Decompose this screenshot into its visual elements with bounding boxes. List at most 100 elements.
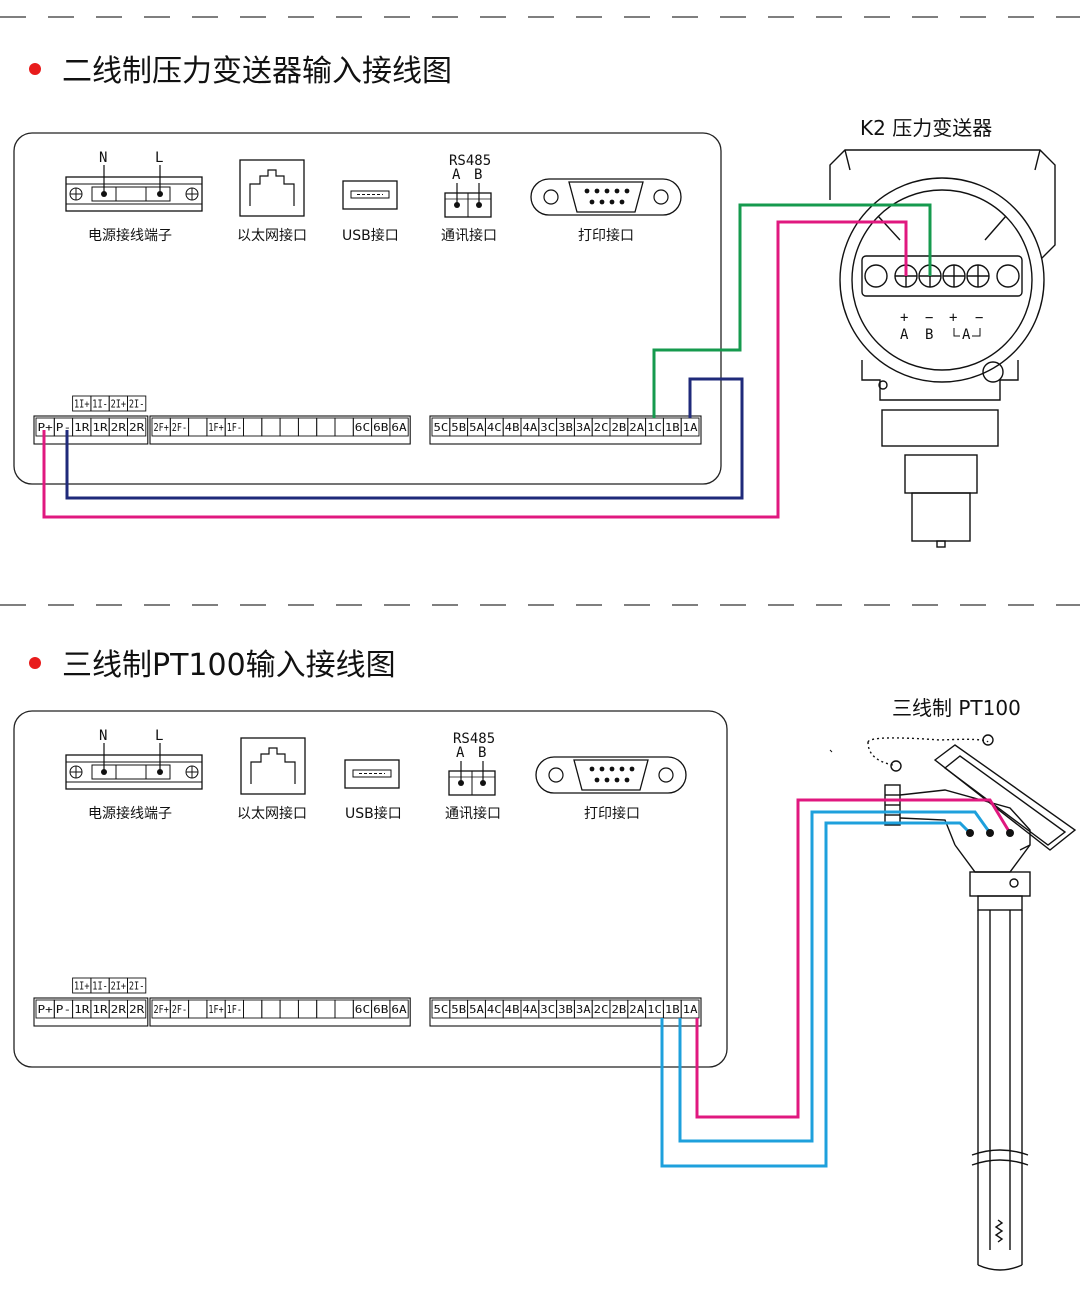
terminal-label: 1B — [665, 1004, 680, 1016]
wire-magenta — [42, 220, 908, 519]
terminal-top-label: 1I- — [92, 399, 108, 411]
transmitter-plus: + — [900, 310, 908, 326]
terminal-label: 2F+ — [154, 1004, 169, 1016]
terminal-label: 2C — [594, 1004, 609, 1016]
terminal-top-label: 2I+ — [111, 981, 127, 993]
terminal-label: 1A — [683, 422, 699, 434]
terminal-top-label: 1I- — [92, 981, 108, 993]
instrument-panel — [13, 132, 722, 485]
terminal-label: 6A — [391, 422, 407, 434]
terminal-label: 2C — [594, 422, 609, 434]
terminal-label: 5C — [434, 422, 449, 434]
pt100-terminal-1 — [966, 829, 974, 837]
pt100-dotted-guide — [829, 749, 833, 753]
terminal-cell — [389, 999, 409, 1019]
terminal-label: 1C — [647, 1004, 662, 1016]
rs485-a: A — [452, 167, 461, 183]
terminal-label: 2R — [111, 1004, 127, 1016]
rs485-label: 通讯接口 — [445, 805, 501, 822]
terminal-top-label: 2I- — [129, 981, 145, 993]
terminal-label: 6A — [391, 1004, 407, 1016]
wire-blue-1 — [678, 810, 992, 1143]
terminal-label: 3B — [558, 422, 573, 434]
power-n-label: N — [99, 150, 107, 166]
terminal-label: 4A — [523, 422, 539, 434]
wire-navy — [65, 377, 744, 500]
rs485-a: A — [456, 745, 465, 761]
wire-blue-2 — [660, 821, 972, 1168]
terminal-label: 1F+ — [208, 1004, 223, 1016]
terminal-label: 4B — [505, 422, 520, 434]
terminal-label: P- — [56, 422, 71, 434]
power-l-label: L — [155, 728, 163, 744]
terminal-label: 5C — [434, 1004, 449, 1016]
terminal-label: 2R — [111, 422, 127, 434]
terminal-label: 2R — [129, 1004, 145, 1016]
terminal-label: 2F+ — [154, 422, 169, 434]
terminal-label: 2A — [629, 1004, 645, 1016]
terminal-label: 6B — [373, 1004, 388, 1016]
title-bullet — [29, 657, 41, 669]
transmitter-plus2: + — [949, 310, 957, 326]
terminal-label: 6C — [355, 422, 370, 434]
print-label: 打印接口 — [584, 805, 640, 822]
terminal-label: 6C — [355, 1004, 370, 1016]
terminal-label: 2A — [629, 422, 645, 434]
terminal-label: 1R — [92, 422, 108, 434]
terminal-label: P+ — [38, 1004, 53, 1016]
ethernet-label: 以太网接口 — [237, 227, 307, 244]
terminal-label: 1R — [74, 1004, 90, 1016]
terminal-label: 3A — [576, 1004, 592, 1016]
terminal-label: 1F- — [227, 422, 242, 434]
device-title: 三线制 PT100 — [892, 696, 1021, 720]
title-bullet — [29, 63, 41, 75]
terminal-top-label: 1I+ — [74, 981, 90, 993]
transmitter-minus2: − — [975, 310, 983, 326]
transmitter-loop-bracket — [953, 328, 960, 337]
terminal-label: 2B — [612, 422, 627, 434]
terminal-label: 3C — [540, 1004, 555, 1016]
terminal-label: 3B — [558, 1004, 573, 1016]
terminal-label: 4C — [487, 1004, 502, 1016]
terminal-top-label: 2I+ — [111, 399, 127, 411]
device-title: K2 压力变送器 — [860, 116, 992, 140]
terminal-label: 2F- — [172, 1004, 187, 1016]
section-pressure-transmitter: 二线制压力变送器输入接线图 N L 电源接线端子 以太网接口 USB接口 RS4… — [13, 54, 1056, 548]
terminal-top-label: 1I+ — [74, 399, 90, 411]
terminal-cell — [127, 417, 147, 437]
transmitter-loop-bracket-right — [972, 328, 981, 337]
terminal-label: 1C — [647, 422, 662, 434]
terminal-label: 3A — [576, 422, 592, 434]
terminal-label: P- — [56, 1004, 71, 1016]
section-title: 三线制PT100输入接线图 — [62, 648, 396, 683]
pressure-transmitter — [829, 149, 1056, 548]
wire-green — [652, 203, 932, 418]
terminal-label: 5A — [469, 422, 485, 434]
transmitter-b: B — [925, 327, 933, 343]
terminal-cell — [127, 999, 147, 1019]
pt100-terminal-3 — [1006, 829, 1014, 837]
power-n-label: N — [99, 728, 107, 744]
pt100-terminal-2 — [986, 829, 994, 837]
terminal-label: 2F- — [172, 422, 187, 434]
power-terminal-label: 电源接线端子 — [88, 227, 172, 244]
rs485-label: 通讯接口 — [441, 227, 497, 244]
pt100-sensor — [867, 734, 1077, 1271]
usb-label: USB接口 — [345, 805, 402, 822]
usb-label: USB接口 — [342, 227, 399, 244]
terminal-label: 1F+ — [208, 422, 223, 434]
rs485-b: B — [478, 745, 486, 761]
transmitter-minus: − — [925, 310, 933, 326]
terminal-label: 5B — [451, 1004, 466, 1016]
rs485-b: B — [474, 167, 482, 183]
terminal-label: 2B — [612, 1004, 627, 1016]
terminal-label: P+ — [38, 422, 53, 434]
terminal-label: 5A — [469, 1004, 485, 1016]
section-title: 二线制压力变送器输入接线图 — [62, 54, 452, 89]
power-terminal-label: 电源接线端子 — [88, 805, 172, 822]
power-l-label: L — [155, 150, 163, 166]
wire-magenta — [695, 798, 1012, 1119]
terminal-top-label: 2I- — [129, 399, 145, 411]
